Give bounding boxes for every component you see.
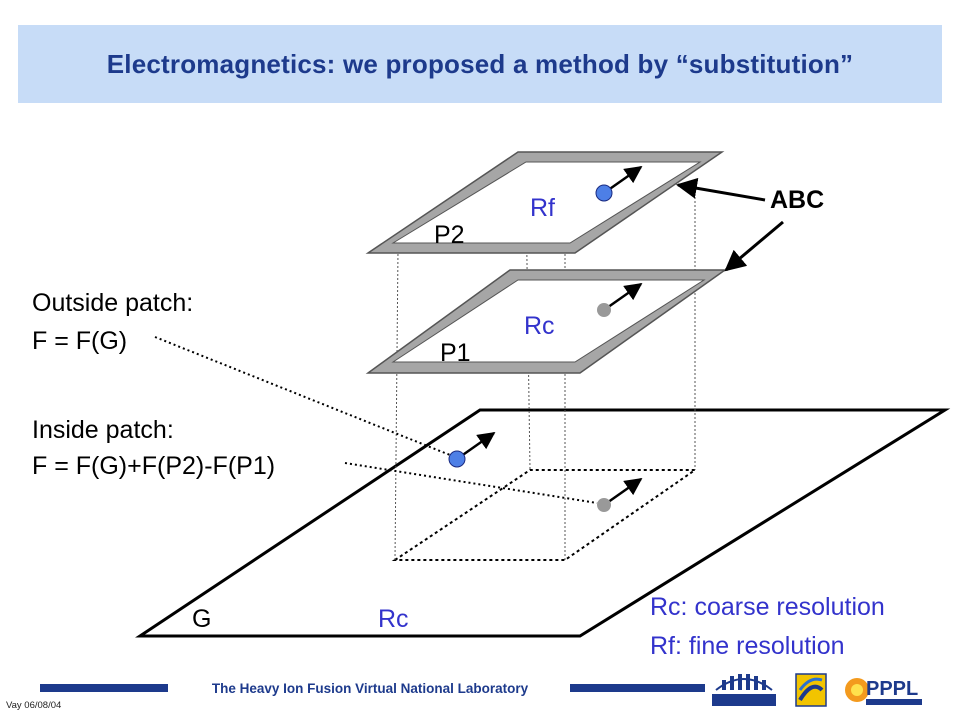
outside-patch-line1: Outside patch:: [32, 289, 193, 317]
llnl-logo: [795, 673, 827, 707]
pppl-logo-text: PPPL: [866, 678, 918, 700]
berkeley-lab-logo: [712, 674, 776, 706]
label-rc-ground: Rc: [378, 605, 409, 633]
footer-bar-right: [570, 684, 705, 692]
title-bar: Electromagnetics: we proposed a method b…: [18, 25, 942, 103]
particle-gray-p1: [597, 303, 611, 317]
plane-p1-inner: [391, 279, 706, 363]
pppl-logo: PPPL: [845, 678, 922, 705]
particle-blue-g: [448, 450, 466, 468]
outside-patch-line2: F = F(G): [32, 327, 127, 355]
footer-date: Vay 06/08/04: [6, 700, 62, 711]
particle-blue-p2: [595, 184, 613, 202]
slide-title: Electromagnetics: we proposed a method b…: [106, 48, 854, 79]
legend-rc: Rc: coarse resolution: [650, 593, 885, 621]
inside-patch-line2: F = F(G)+F(P2)-F(P1): [32, 452, 275, 480]
label-p2: P2: [434, 221, 465, 249]
label-rf: Rf: [530, 194, 555, 222]
label-rc-p1: Rc: [524, 312, 555, 340]
label-g: G: [192, 605, 211, 633]
ground-plane-g: [135, 408, 951, 638]
abc-arrows: [675, 177, 784, 272]
footer-bar-left: [40, 684, 168, 692]
label-p1: P1: [440, 339, 471, 367]
patch-projection: [391, 469, 699, 561]
footer-lab-name: The Heavy Ion Fusion Virtual National La…: [211, 680, 529, 696]
inside-patch-line1: Inside patch:: [32, 416, 174, 444]
particle-gray-g: [597, 498, 611, 512]
label-abc: ABC: [770, 186, 824, 214]
legend-rf: Rf: fine resolution: [650, 632, 845, 660]
